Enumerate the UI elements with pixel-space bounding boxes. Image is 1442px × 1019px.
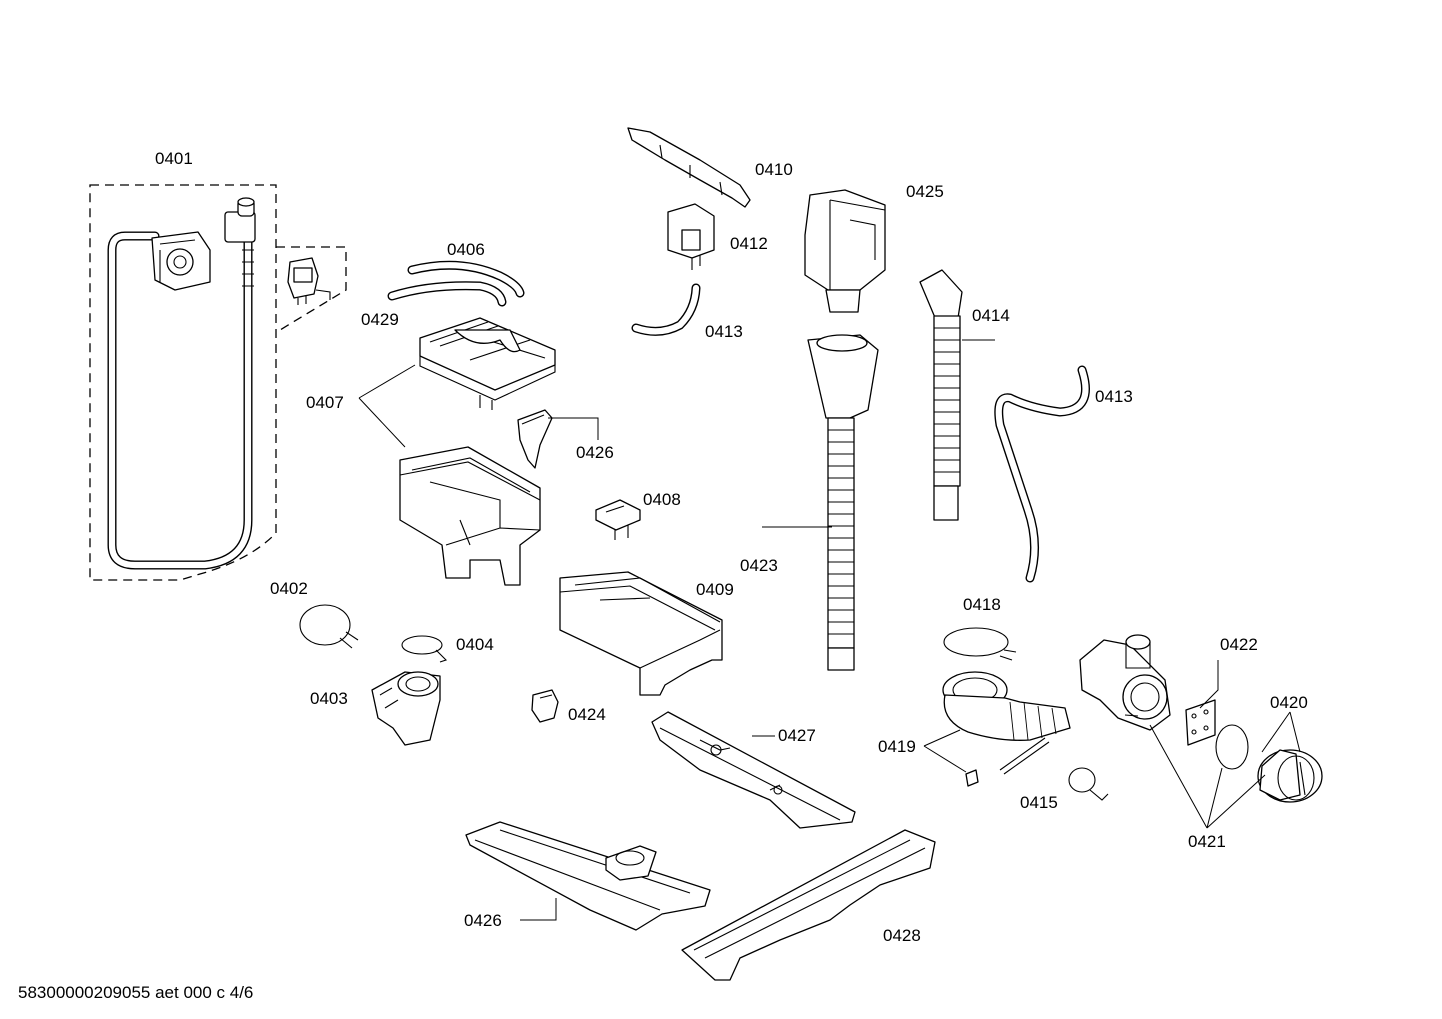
- part-0403-bellows: [371, 671, 441, 746]
- callout-0410: 0410: [755, 160, 793, 179]
- part-0410-bracket: [627, 127, 751, 208]
- part-0414-hose: [919, 269, 995, 521]
- part-0413-small-wire: [631, 283, 701, 336]
- callout-0422: 0422: [1220, 635, 1258, 654]
- part-0401-inlet-hose: [107, 197, 256, 570]
- part-0427-rail: [651, 711, 856, 829]
- part-0415-clip: [1068, 767, 1109, 801]
- callout-0406: 0406: [447, 240, 485, 259]
- part-0426-bottom-tray: [465, 821, 711, 931]
- drawing-reference-footer: 58300000209055 aet 000 c 4/6: [18, 983, 254, 1002]
- part-drain-pump: [1079, 634, 1171, 731]
- callout-0407: 0407: [306, 393, 344, 412]
- callout-0413-right: 0413: [1095, 387, 1133, 406]
- callout-0401: 0401: [155, 149, 193, 168]
- part-0419-sump-hose: [923, 671, 1071, 787]
- part-0422-plate: [1185, 660, 1219, 746]
- part-0407-dispenser-housing: [399, 446, 541, 586]
- part-0408: [595, 499, 641, 540]
- part-0402-clamp: [299, 604, 359, 649]
- part-0404-clamp: [401, 635, 448, 663]
- callout-0429: 0429: [361, 310, 399, 329]
- callout-0418: 0418: [963, 595, 1001, 614]
- part-0407-dispenser-top: [419, 317, 556, 410]
- part-0420-filter: [1215, 724, 1323, 803]
- part-0401-kit-boundary: [89, 184, 347, 581]
- callout-0426-top: 0426: [576, 443, 614, 462]
- part-0421-leaders: [1149, 711, 1301, 829]
- part-0412: [667, 203, 715, 270]
- callout-0412: 0412: [730, 234, 768, 253]
- part-0423-standpipe: [762, 334, 879, 671]
- callout-0408: 0408: [643, 490, 681, 509]
- callout-0403: 0403: [310, 689, 348, 708]
- callout-0428: 0428: [883, 926, 921, 945]
- callout-0409: 0409: [696, 580, 734, 599]
- callout-0404: 0404: [456, 635, 494, 654]
- callout-0425: 0425: [906, 182, 944, 201]
- callout-0402: 0402: [270, 579, 308, 598]
- part-0409-drawer: [559, 571, 723, 696]
- callout-0414: 0414: [972, 306, 1010, 325]
- callout-0421: 0421: [1188, 832, 1226, 851]
- part-0428-rail: [681, 829, 936, 981]
- part-0424: [531, 689, 559, 723]
- part-0413-long-wire: [994, 365, 1090, 583]
- part-0418-ring: [943, 627, 1017, 661]
- callout-0413-top: 0413: [705, 322, 743, 341]
- callout-0420: 0420: [1270, 693, 1308, 712]
- part-0406-hoses: [387, 260, 525, 307]
- part-0426-small: [517, 409, 599, 469]
- callout-0426-bottom: 0426: [464, 911, 502, 930]
- part-inlet-valve-small: [287, 257, 331, 305]
- part-0407-leader: [358, 364, 416, 448]
- part-0425-chamber: [804, 189, 886, 313]
- callout-0419: 0419: [878, 737, 916, 756]
- callout-0424: 0424: [568, 705, 606, 724]
- callout-0427: 0427: [778, 726, 816, 745]
- callout-0423: 0423: [740, 556, 778, 575]
- callout-0415: 0415: [1020, 793, 1058, 812]
